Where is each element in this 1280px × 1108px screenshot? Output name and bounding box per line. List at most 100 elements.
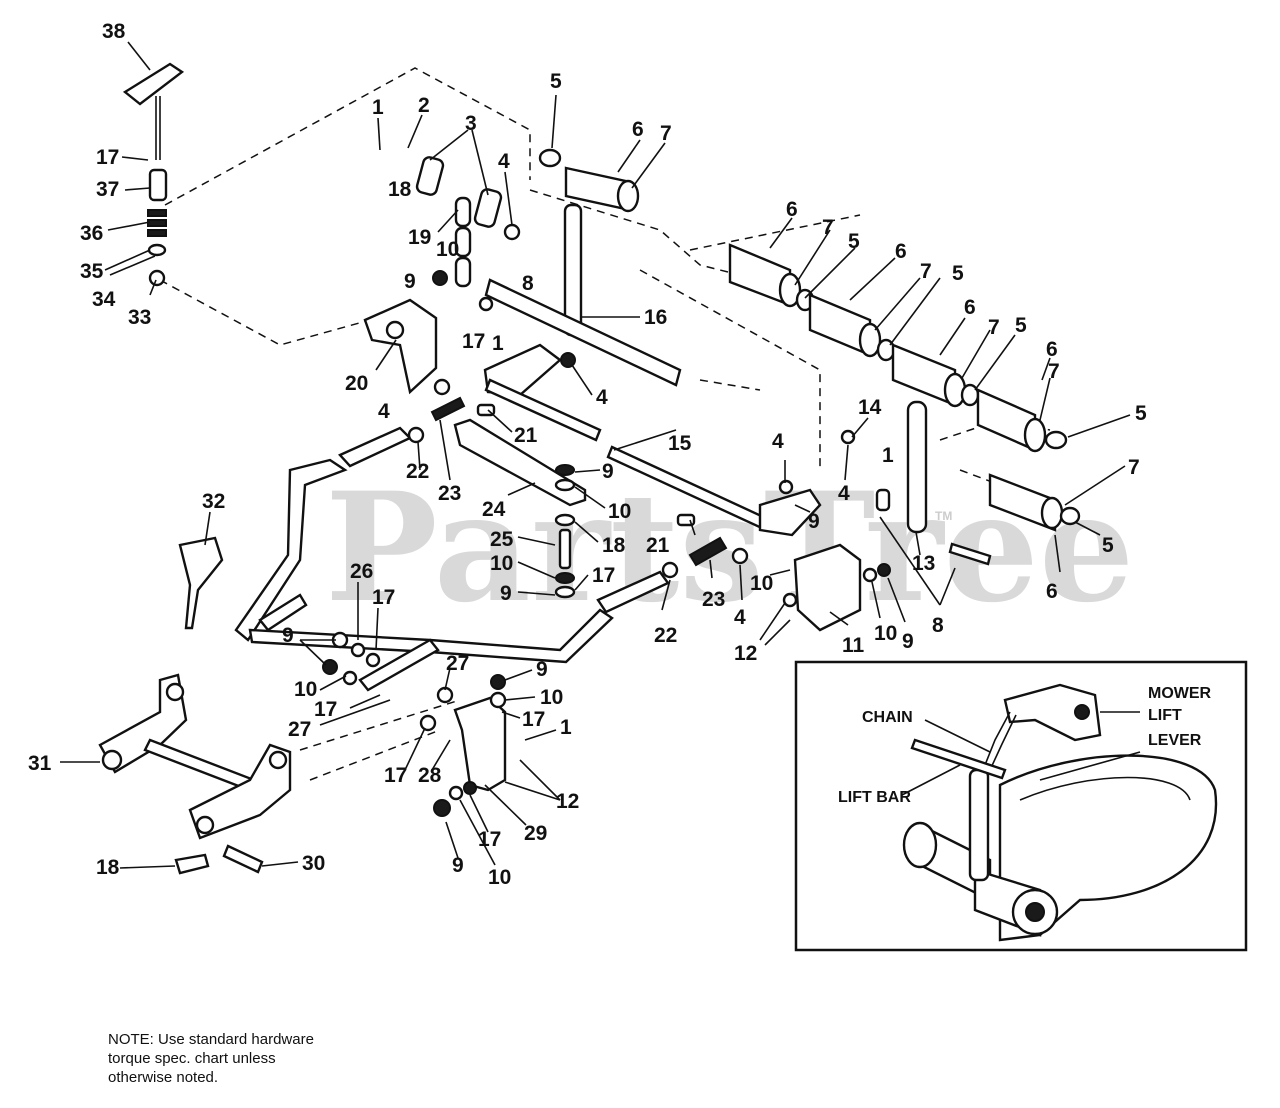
callout-27: 27 bbox=[446, 652, 469, 675]
trademark-mark: TM bbox=[935, 509, 952, 523]
callout-5: 5 bbox=[1135, 402, 1147, 425]
callout-8: 8 bbox=[522, 272, 534, 295]
callout-5: 5 bbox=[1102, 534, 1114, 557]
nuts-and-washers bbox=[322, 223, 891, 817]
callout-labels: 38 17 37 36 35 34 33 1 2 3 18 4 19 10 9 … bbox=[28, 20, 1147, 889]
callout-10: 10 bbox=[436, 238, 459, 261]
callout-5: 5 bbox=[952, 262, 964, 285]
callout-7: 7 bbox=[920, 260, 932, 283]
callout-9: 9 bbox=[500, 582, 512, 605]
callout-7: 7 bbox=[1128, 456, 1140, 479]
callout-35: 35 bbox=[80, 260, 104, 283]
frame-31 bbox=[98, 673, 292, 840]
callout-17: 17 bbox=[372, 586, 395, 609]
callout-1: 1 bbox=[560, 716, 572, 739]
torque-note: NOTE: Use standard hardware torque spec.… bbox=[108, 1030, 428, 1087]
callout-36: 36 bbox=[80, 222, 103, 245]
callout-17: 17 bbox=[522, 708, 545, 731]
callout-22: 22 bbox=[654, 624, 677, 647]
callout-5: 5 bbox=[848, 230, 860, 253]
callout-10: 10 bbox=[294, 678, 317, 701]
callout-11: 11 bbox=[842, 634, 865, 657]
callout-10: 10 bbox=[874, 622, 897, 645]
callout-1: 1 bbox=[372, 96, 384, 119]
strap-13 bbox=[875, 400, 992, 566]
callout-5: 5 bbox=[550, 70, 562, 93]
callout-10: 10 bbox=[490, 552, 513, 575]
callout-12: 12 bbox=[556, 790, 579, 813]
inset-lift-lever bbox=[1003, 683, 1102, 742]
callout-2: 2 bbox=[418, 94, 430, 117]
callout-4: 4 bbox=[838, 482, 850, 505]
callout-6: 6 bbox=[786, 198, 798, 221]
callout-6: 6 bbox=[632, 118, 644, 141]
note-line-1: NOTE: Use standard hardware bbox=[108, 1031, 314, 1048]
callout-16: 16 bbox=[644, 306, 667, 329]
assembly-dash-lines bbox=[159, 67, 1051, 781]
inset-chain-label: CHAIN bbox=[862, 709, 913, 726]
callout-9: 9 bbox=[536, 658, 548, 681]
callout-25: 25 bbox=[490, 528, 514, 551]
callout-4: 4 bbox=[596, 386, 608, 409]
callout-6: 6 bbox=[895, 240, 907, 263]
callout-13: 13 bbox=[912, 552, 935, 575]
link-plates-3 bbox=[415, 156, 503, 228]
pivot-bracket bbox=[483, 343, 602, 442]
callout-6: 6 bbox=[1046, 338, 1058, 361]
arm-24 bbox=[453, 418, 587, 507]
callout-9: 9 bbox=[452, 854, 464, 877]
inset-lift-bar-label: LIFT BAR bbox=[838, 789, 911, 806]
bracket-20 bbox=[363, 298, 438, 395]
inset-mower-label: MOWER bbox=[1148, 685, 1212, 702]
callout-26: 26 bbox=[350, 560, 373, 583]
callout-23: 23 bbox=[438, 482, 461, 505]
callout-6: 6 bbox=[964, 296, 976, 319]
callout-19: 19 bbox=[408, 226, 431, 249]
callout-17: 17 bbox=[478, 828, 501, 851]
callout-12: 12 bbox=[734, 642, 757, 665]
callout-9: 9 bbox=[902, 630, 914, 653]
callout-7: 7 bbox=[822, 216, 834, 239]
callout-22: 22 bbox=[406, 460, 429, 483]
callout-10: 10 bbox=[608, 500, 631, 523]
leader-lines bbox=[60, 41, 1131, 869]
note-line-2: torque spec. chart unless bbox=[108, 1050, 276, 1067]
callout-30: 30 bbox=[302, 852, 325, 875]
callout-14: 14 bbox=[858, 396, 882, 419]
t-handle-38 bbox=[122, 62, 185, 287]
callout-9: 9 bbox=[404, 270, 416, 293]
roller-row bbox=[728, 243, 1081, 532]
roller-7-top bbox=[538, 148, 640, 213]
callout-9: 9 bbox=[282, 624, 294, 647]
callout-37: 37 bbox=[96, 178, 119, 201]
callout-20: 20 bbox=[345, 372, 368, 395]
callout-6: 6 bbox=[1046, 580, 1058, 603]
callout-31: 31 bbox=[28, 752, 52, 775]
callout-4: 4 bbox=[772, 430, 784, 453]
callout-7: 7 bbox=[660, 122, 672, 145]
inset-lift-label: LIFT bbox=[1148, 707, 1182, 724]
chain-19 bbox=[454, 196, 472, 288]
callout-17: 17 bbox=[314, 698, 337, 721]
callout-10: 10 bbox=[488, 866, 511, 889]
callout-10: 10 bbox=[750, 572, 773, 595]
callout-34: 34 bbox=[92, 288, 116, 311]
callout-28: 28 bbox=[418, 764, 442, 787]
callout-17: 17 bbox=[592, 564, 615, 587]
callout-18: 18 bbox=[602, 534, 626, 557]
callout-17: 17 bbox=[462, 330, 485, 353]
callout-10: 10 bbox=[540, 686, 563, 709]
callout-9: 9 bbox=[602, 460, 614, 483]
callout-23: 23 bbox=[702, 588, 725, 611]
callout-3: 3 bbox=[465, 112, 477, 135]
pin-30 bbox=[174, 844, 264, 875]
inset-lift-bar bbox=[910, 738, 1007, 780]
callout-1: 1 bbox=[882, 444, 894, 467]
wrench-32 bbox=[178, 536, 224, 630]
callout-24: 24 bbox=[482, 498, 506, 521]
lift-arm-16 bbox=[484, 203, 682, 387]
callout-32: 32 bbox=[202, 490, 225, 513]
rod-15 bbox=[606, 445, 822, 537]
callout-17: 17 bbox=[96, 146, 119, 169]
